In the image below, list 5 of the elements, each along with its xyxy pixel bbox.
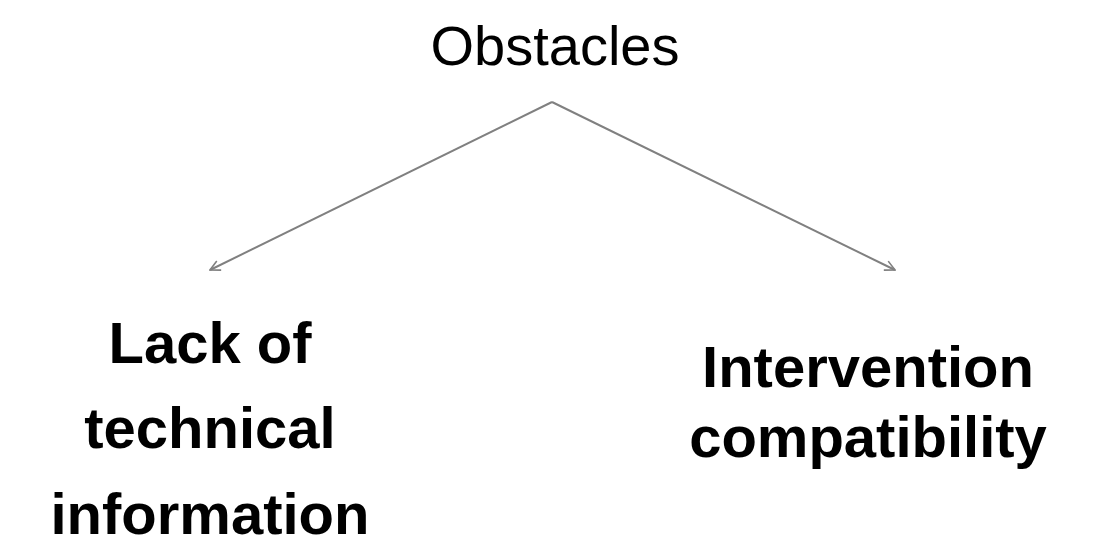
- heading-text: Obstacles: [430, 13, 680, 79]
- node-text: Lack of technical information: [49, 309, 371, 542]
- arrow: [551, 101, 896, 271]
- node-text: Intervention compatibility: [688, 333, 1048, 470]
- arrow: [209, 101, 553, 271]
